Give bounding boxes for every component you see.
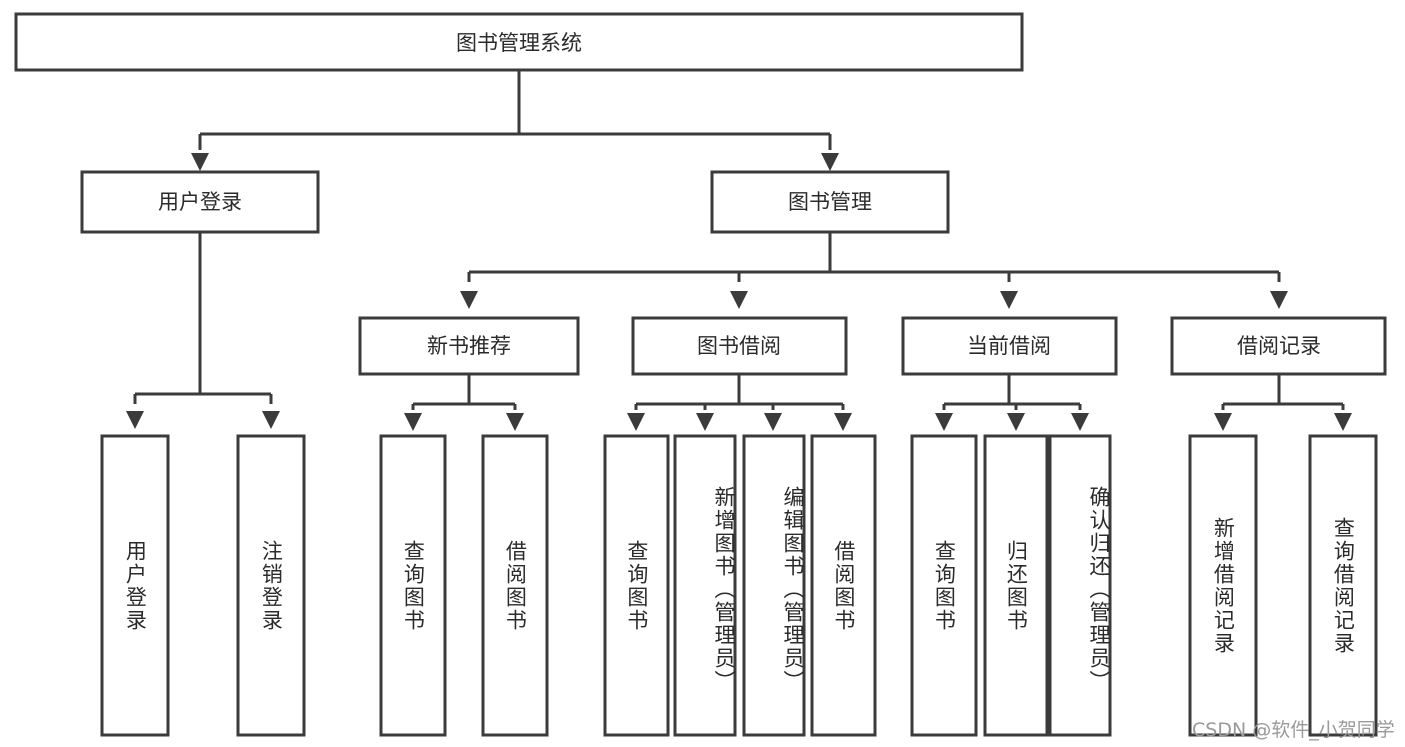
- leaf-box-add-book: [673, 434, 737, 737]
- node-book-management-label: 图书管理: [788, 190, 872, 214]
- node-user-login-label: 用户登录: [158, 190, 242, 214]
- node-new-book-recommend-label: 新书推荐: [427, 334, 511, 358]
- connector-root-to-level2: [191, 70, 839, 171]
- leaf-box-confirm-return: [1048, 434, 1112, 737]
- leaf-box-borrow-book-a: [481, 434, 549, 737]
- connector-book-mgmt-to-level3: [460, 232, 1288, 309]
- leaf-box-query-book-c: [910, 434, 978, 737]
- leaf-box-logout-login: [236, 434, 306, 737]
- leaf-box-query-book-b: [603, 434, 670, 737]
- node-book-borrow-label: 图书借阅: [697, 334, 781, 358]
- leaf-box-return-book: [983, 434, 1049, 737]
- node-book-borrow[interactable]: 图书借阅: [631, 316, 848, 376]
- node-user-login[interactable]: 用户登录: [80, 170, 320, 234]
- leaf-box-user-login: [100, 434, 170, 737]
- leaf-box-add-record: [1188, 434, 1258, 737]
- connector-user-login-group: [126, 232, 280, 429]
- node-current-borrow-label: 当前借阅: [967, 334, 1051, 358]
- leaf-box-borrow-book-b: [810, 434, 877, 737]
- node-current-borrow[interactable]: 当前借阅: [901, 316, 1118, 376]
- node-borrow-record-label: 借阅记录: [1237, 334, 1321, 358]
- csdn-watermark: CSDN @软件_小贺同学: [1192, 719, 1395, 741]
- node-root-label: 图书管理系统: [456, 31, 582, 55]
- node-book-management[interactable]: 图书管理: [710, 170, 950, 234]
- node-root-system[interactable]: 图书管理系统: [14, 12, 1024, 72]
- connector-borrow-record-group: [1214, 374, 1352, 431]
- node-new-book-recommend[interactable]: 新书推荐: [358, 316, 580, 376]
- node-borrow-record[interactable]: 借阅记录: [1170, 316, 1387, 376]
- connector-new-book-group: [404, 374, 524, 431]
- leaf-box-query-book-a: [379, 434, 447, 737]
- connector-borrow-group: [627, 374, 852, 431]
- leaf-box-edit-book: [742, 434, 806, 737]
- connector-current-borrow-group: [935, 374, 1089, 431]
- leaf-box-query-record: [1308, 434, 1378, 737]
